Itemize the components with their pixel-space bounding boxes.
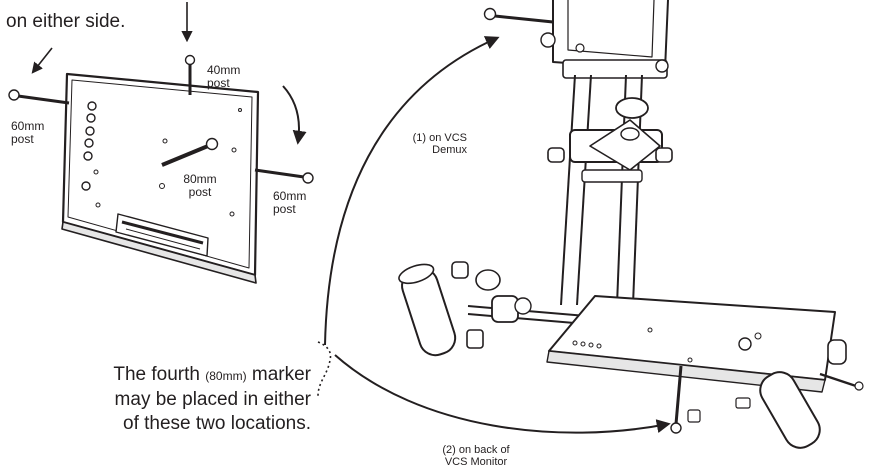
- fourth-marker-note: The fourth (80mm) marker may be placed i…: [113, 364, 311, 435]
- label-60mm-post-right: 60mm post: [273, 189, 307, 217]
- note-bracket: [317, 341, 332, 397]
- arrow-to-demux: [324, 36, 500, 346]
- post-60mm-left: [8, 89, 70, 105]
- post-40mm: [184, 54, 196, 95]
- post-60mm-right: [254, 168, 314, 184]
- label-80mm-post: 80mm post: [183, 172, 217, 200]
- post-demux: [483, 7, 554, 24]
- post-monitor-back: [670, 365, 683, 434]
- label-on-back-of-vcs-monitor: (2) on back of VCS Monitor: [442, 444, 510, 469]
- monitor-back-drawing: [61, 72, 260, 284]
- label-40mm-post: 40mm post: [207, 63, 241, 91]
- pointer-arrow-left: [31, 47, 53, 74]
- arrow-to-monitor-back: [334, 354, 671, 434]
- label-on-vcs-demux: (1) on VCS Demux: [412, 132, 467, 157]
- post-side-rod: [819, 372, 864, 391]
- post-80mm: [161, 137, 219, 167]
- stand-assembly-drawing: [398, 0, 847, 449]
- label-60mm-post-left: 60mm post: [11, 119, 45, 147]
- pointer-arrow-curved: [282, 85, 307, 145]
- intro-text-tail: on either side.: [6, 11, 126, 32]
